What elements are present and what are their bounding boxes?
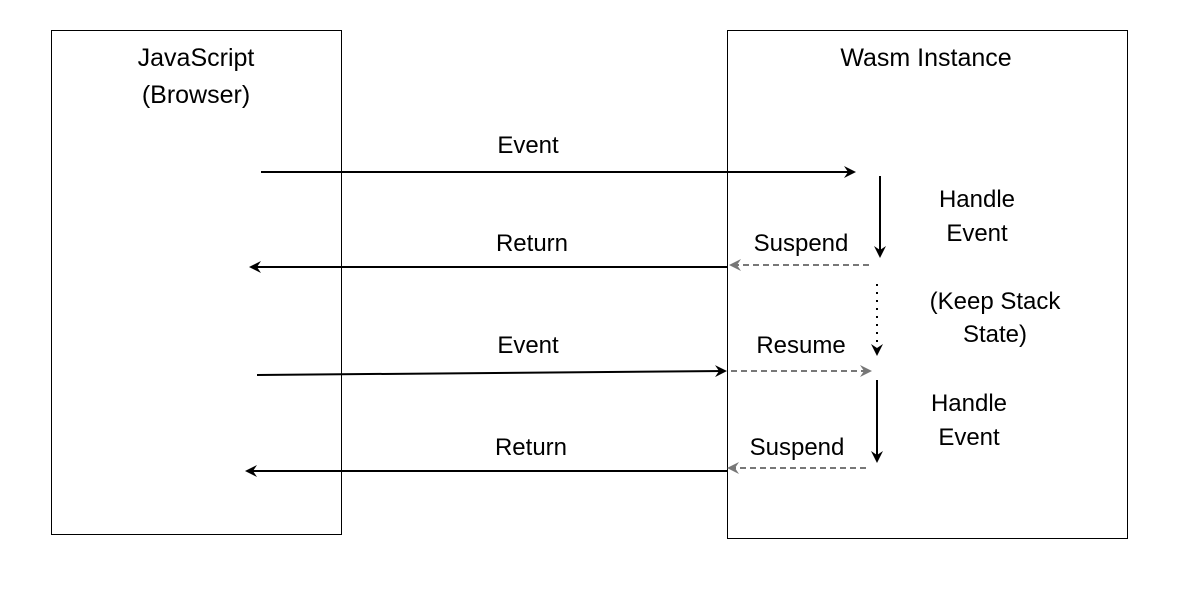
handle-event-2-label-line1: Handle bbox=[930, 390, 1008, 417]
javascript-title-line1: JavaScript bbox=[137, 44, 255, 72]
event-2-arrow bbox=[256, 365, 727, 378]
return-1-label: Return bbox=[495, 230, 569, 257]
keep-stack-label-line1: (Keep Stack bbox=[929, 288, 1061, 315]
javascript-browser-box bbox=[51, 30, 342, 535]
wasm-instance-box bbox=[727, 30, 1128, 539]
keep-stack-label-line2: State) bbox=[962, 321, 1028, 348]
resume-label: Resume bbox=[756, 332, 846, 359]
javascript-title-line2: (Browser) bbox=[141, 81, 251, 109]
wasm-instance-title: Wasm Instance bbox=[840, 44, 1012, 72]
event-1-label: Event bbox=[497, 132, 559, 159]
event-2-label: Event bbox=[497, 332, 559, 359]
suspend-1-label: Suspend bbox=[753, 230, 849, 257]
suspend-2-label: Suspend bbox=[749, 434, 845, 461]
handle-event-2-label-line2: Event bbox=[938, 424, 1000, 451]
return-2-label: Return bbox=[494, 434, 568, 461]
handle-event-1-label-line2: Event bbox=[946, 220, 1008, 247]
handle-event-1-label-line1: Handle bbox=[938, 186, 1016, 213]
